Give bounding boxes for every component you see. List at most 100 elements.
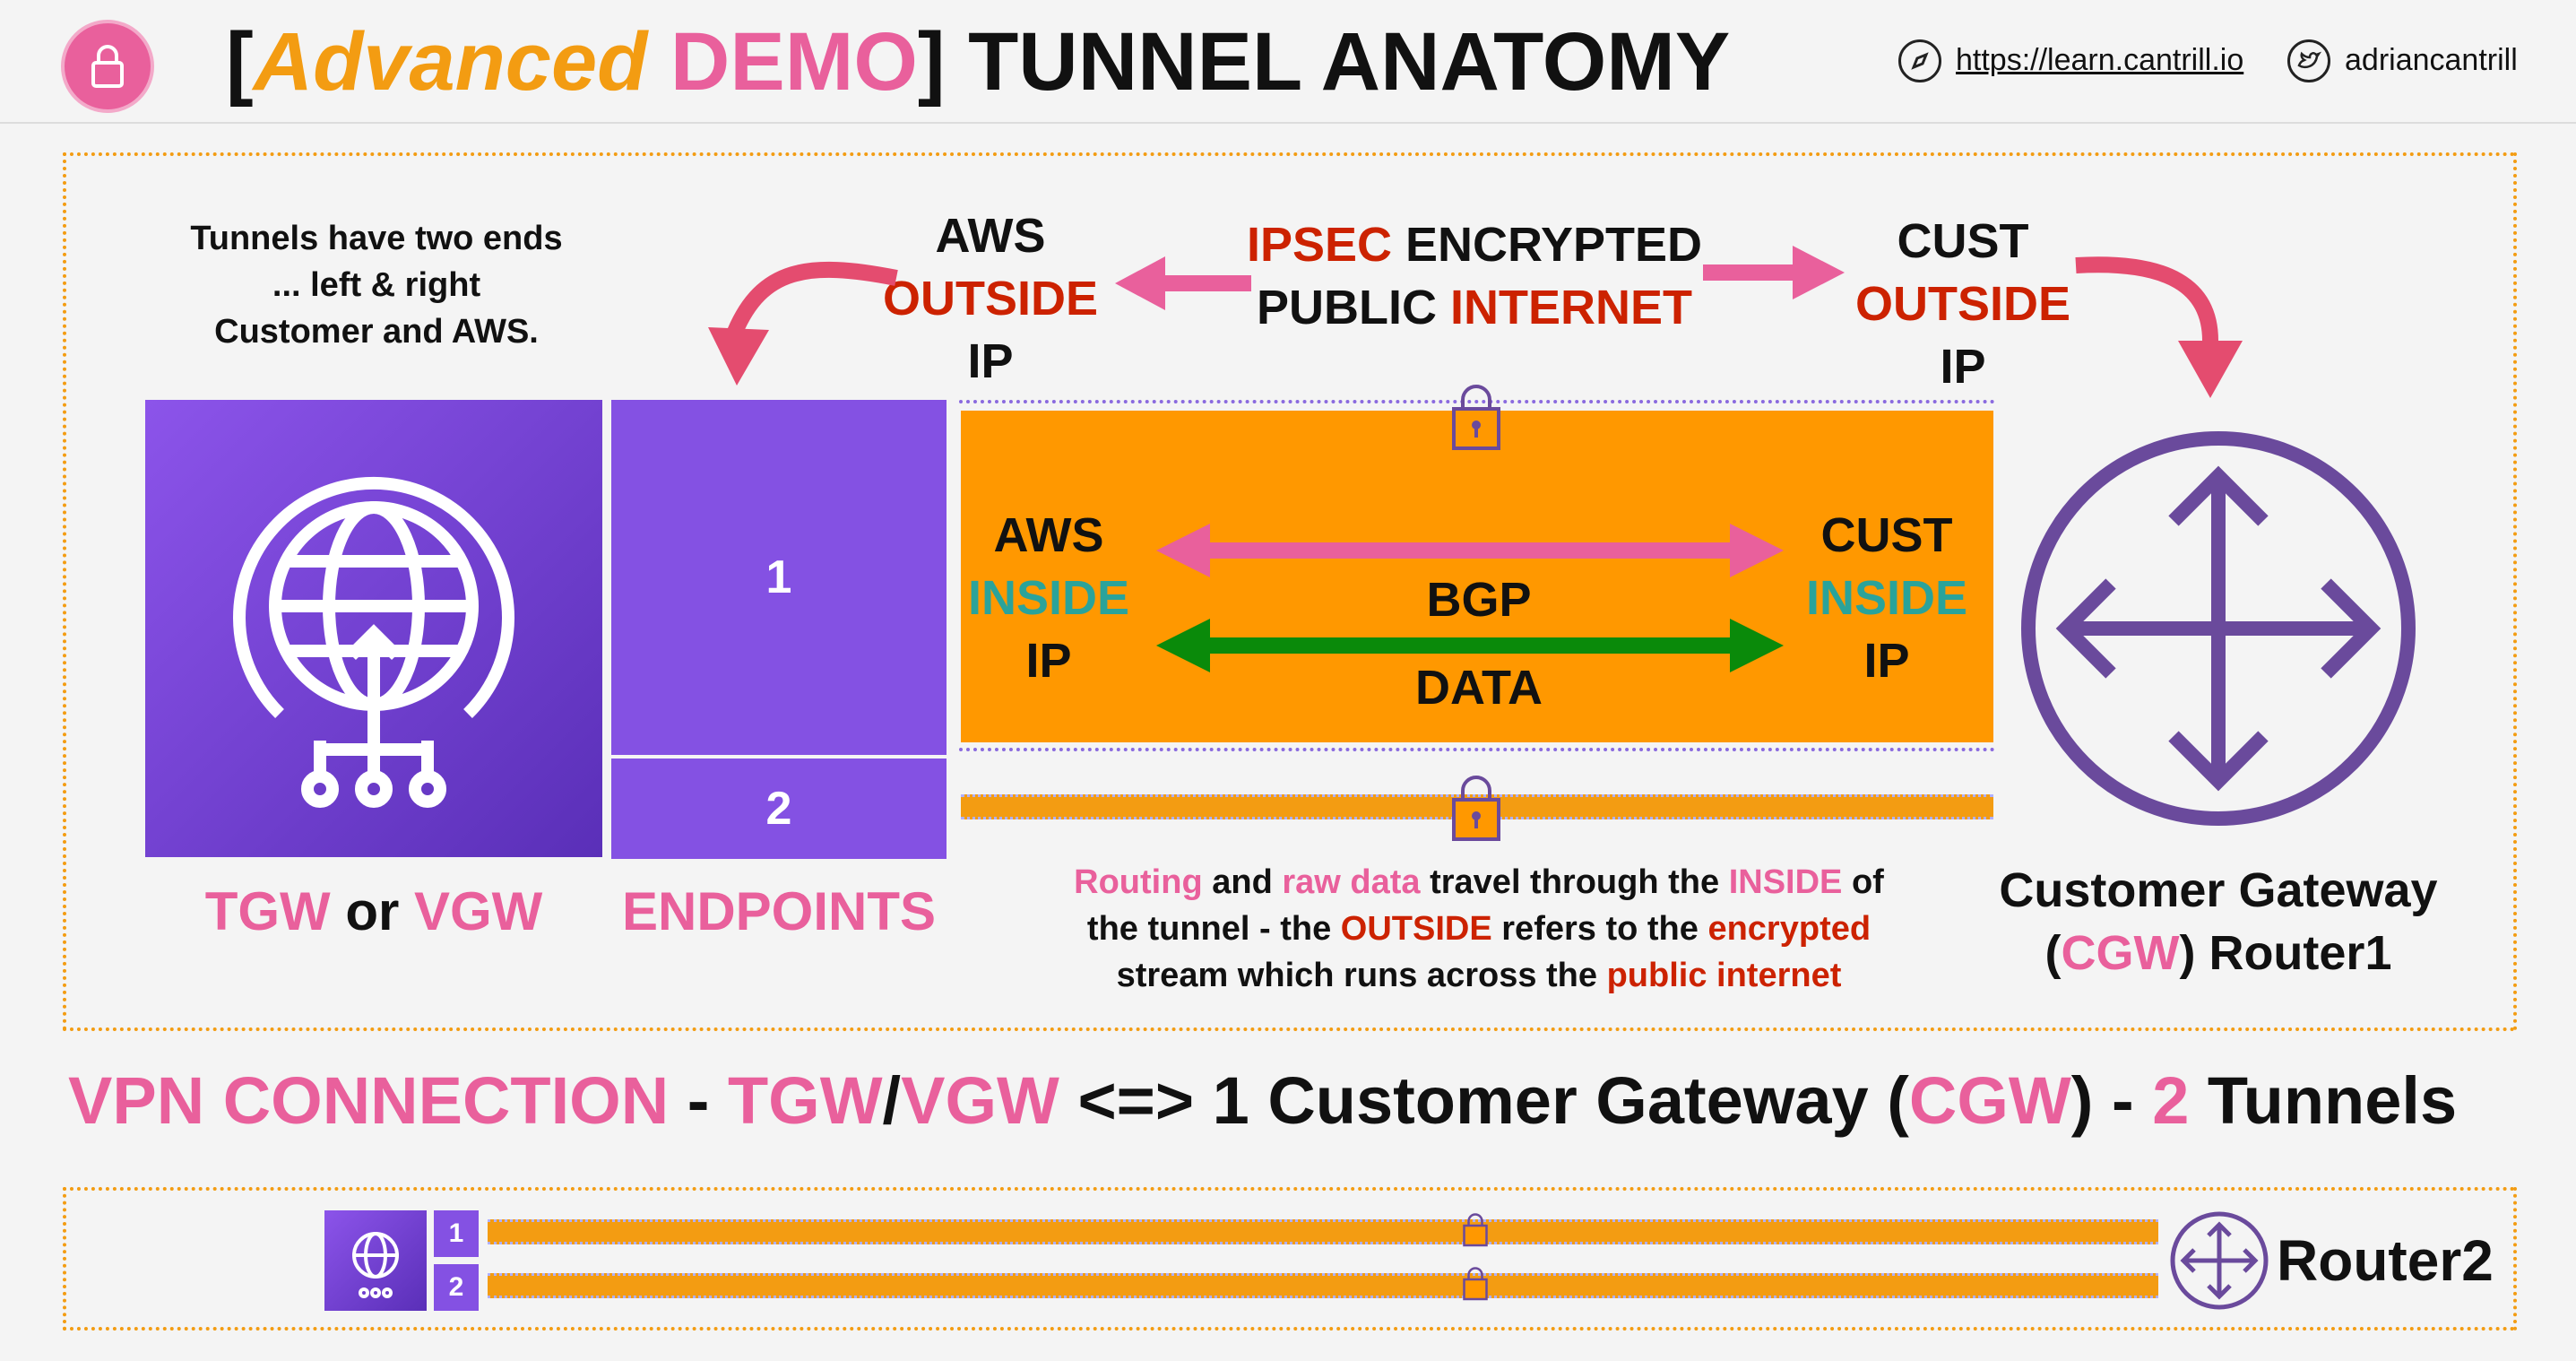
text-fragment: and bbox=[1212, 863, 1273, 901]
bgp-label: BGP bbox=[1426, 573, 1532, 627]
text-fragment: travel through the bbox=[1430, 863, 1720, 901]
encrypted-word: encrypted bbox=[1707, 910, 1871, 948]
mini-tunnel-2 bbox=[488, 1273, 2158, 1298]
data-label: DATA bbox=[1415, 661, 1543, 715]
text-fragment: of bbox=[1851, 863, 1884, 901]
mini-tunnel-1 bbox=[488, 1219, 2158, 1244]
arrow-to-cust-outside bbox=[1703, 246, 1845, 299]
tunnel-bottom-border bbox=[959, 748, 1995, 755]
text-fragment: refers to the bbox=[1501, 910, 1699, 948]
text-fragment: ( bbox=[2044, 926, 2062, 980]
text-fragment: the tunnel - the bbox=[1086, 910, 1332, 948]
outside-word: OUTSIDE bbox=[1340, 910, 1492, 948]
logo bbox=[61, 20, 154, 113]
tunnel-explanation: Routing and raw data travel through the … bbox=[1022, 859, 1936, 999]
padlock-icon bbox=[1452, 385, 1500, 450]
transit-gateway-icon bbox=[352, 1232, 399, 1298]
aws-inside-bottom: IP bbox=[1025, 634, 1072, 688]
title-bracket-open: [ bbox=[226, 16, 254, 108]
ipsec-word: IPSEC bbox=[1246, 218, 1392, 272]
header-bar bbox=[0, 0, 2576, 124]
cust-inside-bottom: IP bbox=[1863, 634, 1910, 688]
mini-endpoint-1: 1 bbox=[434, 1210, 479, 1257]
text-fragment: - bbox=[687, 1063, 710, 1138]
title-advanced: Advanced bbox=[253, 16, 648, 108]
cust-outside-bottom: IP bbox=[1940, 340, 1986, 394]
inside-word: INSIDE bbox=[1728, 863, 1843, 901]
title-main: TUNNEL ANATOMY bbox=[968, 16, 1731, 108]
cust-outside-mid: OUTSIDE bbox=[1854, 277, 2071, 331]
inside-arrows bbox=[1156, 524, 1784, 672]
aws-inside-top: AWS bbox=[993, 508, 1104, 562]
text-fragment: ) - bbox=[2070, 1063, 2134, 1138]
arrow-to-aws-outside bbox=[1115, 256, 1251, 310]
course-url-link[interactable]: https://learn.cantrill.io bbox=[1956, 43, 2244, 77]
text-fragment: stream which runs across the bbox=[1116, 957, 1598, 994]
aws-outside-top: AWS bbox=[935, 209, 1046, 263]
lock-icon bbox=[91, 45, 124, 88]
curved-arrow-left bbox=[708, 261, 898, 386]
public-internet-word: public internet bbox=[1606, 957, 1842, 994]
cust-inside-mid: INSIDE bbox=[1805, 571, 1968, 625]
aws-inside-ip-label: AWS INSIDE IP bbox=[968, 504, 1129, 692]
cgw-line1: Customer Gateway bbox=[1999, 863, 2438, 917]
note-line: Customer and AWS. bbox=[214, 313, 539, 351]
aws-outside-bottom: IP bbox=[967, 334, 1014, 388]
endpoints-label: ENDPOINTS bbox=[621, 881, 937, 941]
compass-icon[interactable] bbox=[1898, 39, 1941, 82]
ipsec-label: IPSEC ENCRYPTED PUBLIC INTERNET bbox=[1246, 213, 1703, 339]
tgw-label: TGW bbox=[204, 881, 331, 941]
title-bracket-close: ] bbox=[917, 16, 946, 108]
curved-arrow-right bbox=[2075, 256, 2243, 398]
raw-data-word: raw data bbox=[1282, 863, 1421, 901]
encrypted-word: ENCRYPTED bbox=[1405, 218, 1703, 272]
tunnel-diagram-panel bbox=[63, 152, 2517, 1031]
page-title: [Advanced DEMO] TUNNEL ANATOMY bbox=[226, 13, 1730, 111]
gateway-label: TGW or VGW bbox=[145, 880, 602, 942]
twitter-icon[interactable] bbox=[2287, 39, 2330, 82]
note-line: ... left & right bbox=[272, 266, 481, 304]
cust-inside-ip-label: CUST INSIDE IP bbox=[1802, 504, 1972, 692]
data-arrow bbox=[1156, 619, 1784, 672]
title-demo: DEMO bbox=[670, 16, 918, 108]
padlock-icon bbox=[1452, 776, 1500, 841]
tunnel-1 bbox=[961, 411, 1993, 742]
or-label: or bbox=[345, 881, 400, 941]
aws-outside-mid: OUTSIDE bbox=[882, 272, 1099, 325]
text-fragment: Tunnels bbox=[2207, 1063, 2458, 1138]
padlock-icon bbox=[1463, 1267, 1488, 1301]
cust-outside-ip-label: CUST OUTSIDE IP bbox=[1846, 210, 2079, 398]
tunnel-ends-note: Tunnels have two ends ... left & right C… bbox=[161, 215, 592, 355]
mini-tgw-box bbox=[324, 1210, 427, 1311]
aws-inside-mid: INSIDE bbox=[968, 571, 1130, 625]
text-fragment: CGW bbox=[1908, 1063, 2071, 1138]
padlock-icon bbox=[1463, 1213, 1488, 1247]
routing-word: Routing bbox=[1074, 863, 1203, 901]
text-fragment: / bbox=[882, 1063, 902, 1138]
endpoint-2: 2 bbox=[611, 759, 947, 859]
customer-gateway-label: Customer Gateway (CGW) Router1 bbox=[1945, 859, 2492, 984]
internet-word: INTERNET bbox=[1450, 281, 1692, 334]
tunnel-top-border bbox=[959, 400, 1995, 407]
public-word: PUBLIC bbox=[1256, 281, 1437, 334]
cust-outside-top: CUST bbox=[1897, 214, 2029, 268]
router-icon bbox=[2170, 1211, 2269, 1310]
cgw-abbr: CGW bbox=[2061, 926, 2180, 980]
vpn-connection-summary: VPN CONNECTION - TGW/VGW <=> 1 Customer … bbox=[68, 1056, 2542, 1146]
note-line: Tunnels have two ends bbox=[190, 220, 563, 257]
mini-endpoint-2: 2 bbox=[434, 1264, 479, 1311]
aws-outside-ip-label: AWS OUTSIDE IP bbox=[851, 204, 1129, 393]
tgw-icon-box bbox=[145, 400, 602, 857]
bgp-arrow bbox=[1156, 524, 1784, 577]
twitter-handle[interactable]: adriancantrill bbox=[2345, 43, 2518, 77]
endpoint-1: 1 bbox=[611, 400, 947, 755]
text-fragment: TGW bbox=[727, 1063, 883, 1138]
text-fragment: VPN CONNECTION bbox=[68, 1063, 670, 1138]
mini-diagram-panel bbox=[63, 1187, 2517, 1331]
text-fragment: VGW bbox=[901, 1063, 1059, 1138]
router2-label: Router2 bbox=[2277, 1228, 2494, 1293]
text-fragment: <=> 1 Customer Gateway ( bbox=[1077, 1063, 1909, 1138]
router-icon bbox=[2021, 431, 2416, 826]
cust-inside-top: CUST bbox=[1820, 508, 1953, 562]
